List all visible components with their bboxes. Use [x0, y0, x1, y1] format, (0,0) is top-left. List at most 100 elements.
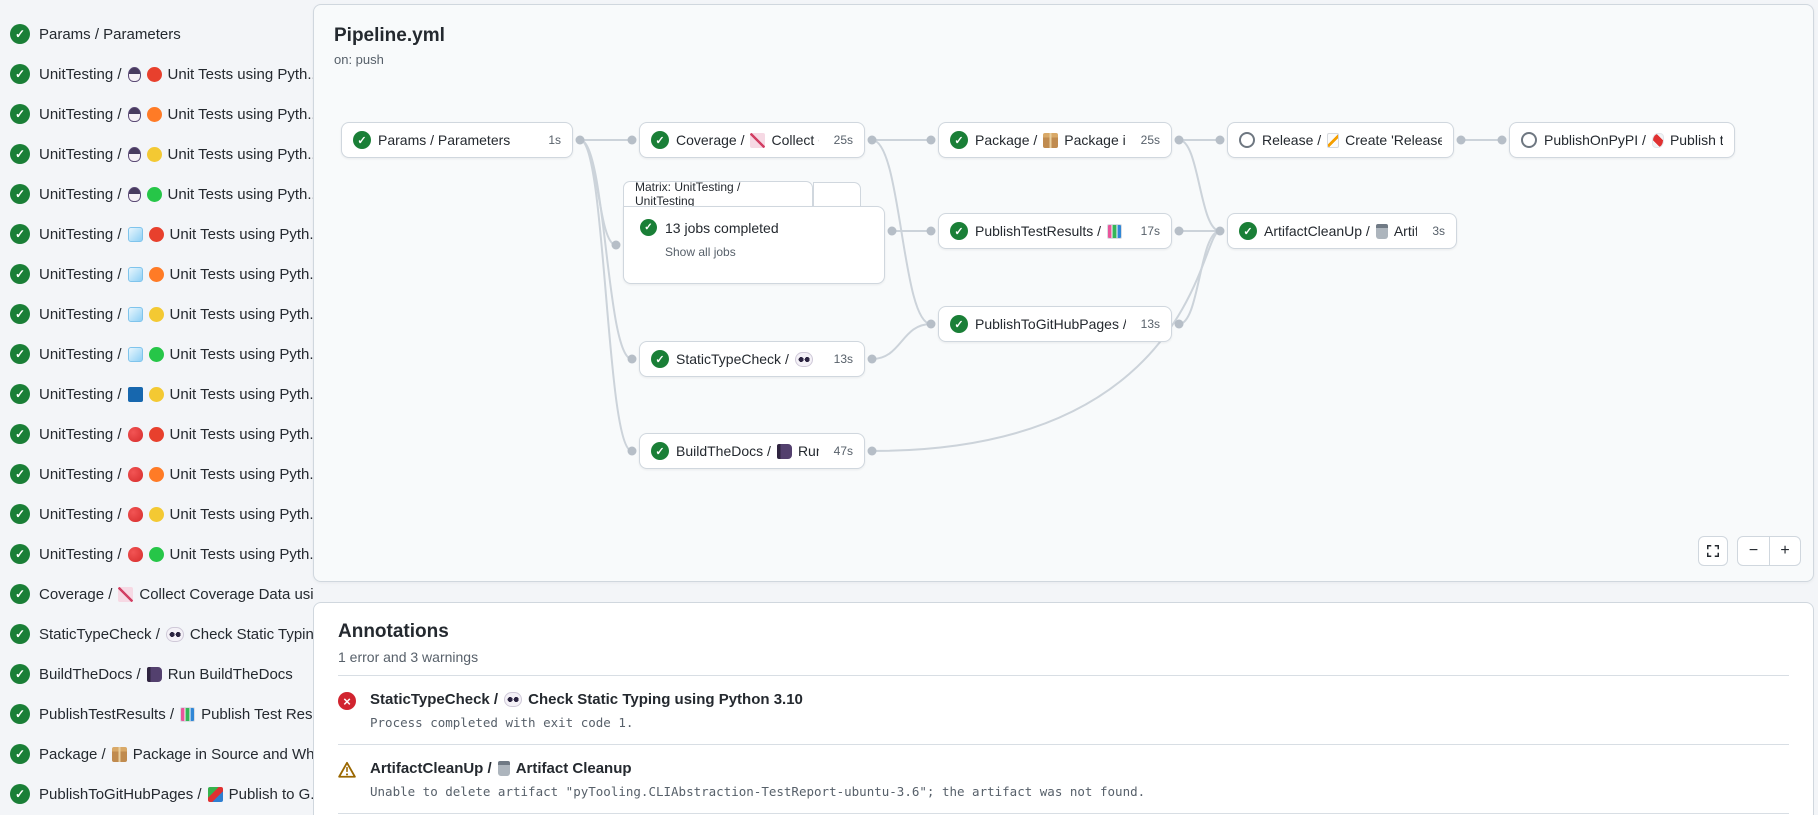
job-node-publishTestResults[interactable]: ✓PublishTestResults /Pu...17s — [938, 213, 1172, 249]
job-item-label: UnitTesting /Unit Tests using Pyth... — [39, 106, 313, 123]
annotations-header: Annotations 1 error and 3 warnings — [314, 603, 1813, 675]
label-text: UnitTesting / — [39, 266, 122, 283]
port-dot — [1175, 227, 1184, 236]
job-node-label: PublishToGitHubPages /... — [975, 316, 1126, 332]
label-text: UnitTesting / — [39, 506, 122, 523]
sidebar-job-item[interactable]: ✓Params / Parameters — [0, 14, 313, 54]
job-duration: 13s — [826, 352, 853, 366]
job-item-label: UnitTesting /Unit Tests using Pyth... — [39, 146, 313, 163]
sidebar-job-item[interactable]: ✓PublishToGitHubPages /Publish to G... — [0, 774, 313, 814]
job-node-label: PublishOnPyPI /Publish to ... — [1544, 132, 1723, 148]
sidebar-job-item[interactable]: ✓UnitTesting /Unit Tests using Pyth... — [0, 494, 313, 534]
py-yellow-icon — [147, 147, 162, 162]
sidebar-job-item[interactable]: ✓Package /Package in Source and Wh... — [0, 734, 313, 774]
sidebar-job-item[interactable]: ✓PublishTestResults /Publish Test Resu..… — [0, 694, 313, 734]
success-icon: ✓ — [10, 504, 30, 524]
sidebar-job-item[interactable]: ✓UnitTesting /Unit Tests using Pyth... — [0, 134, 313, 174]
job-item-label: PublishToGitHubPages /Publish to G... — [39, 786, 313, 803]
trash-icon — [1376, 224, 1388, 239]
matrix-stack-tab — [813, 182, 861, 206]
job-duration: 3s — [1424, 224, 1445, 238]
sidebar-job-item[interactable]: ✓BuildTheDocs /Run BuildTheDocs — [0, 654, 313, 694]
job-node-package[interactable]: ✓Package /Package in So...25s — [938, 122, 1172, 158]
success-icon: ✓ — [10, 344, 30, 364]
box-icon — [1043, 133, 1058, 148]
fullscreen-button[interactable] — [1698, 536, 1728, 566]
skipped-icon — [1521, 132, 1537, 148]
apple-icon — [128, 467, 143, 482]
port-dot — [868, 447, 877, 456]
show-all-jobs-link[interactable]: Show all jobs — [665, 245, 868, 259]
annotation-title: ArtifactCleanUp /Artifact Cleanup — [370, 760, 1145, 777]
label-text: PublishTestResults / — [975, 223, 1101, 239]
linux-icon — [128, 147, 141, 162]
matrix-summary-card[interactable]: ✓13 jobs completedShow all jobs — [623, 206, 885, 284]
sidebar-job-item[interactable]: ✓UnitTesting /Unit Tests using Pyth... — [0, 534, 313, 574]
success-icon: ✓ — [10, 384, 30, 404]
job-node-label: PublishTestResults /Pu... — [975, 223, 1126, 239]
label-text: Params / Parameters — [378, 132, 510, 148]
label-text: UnitTesting / — [39, 466, 122, 483]
success-icon: ✓ — [651, 131, 669, 149]
py-orange-icon — [147, 107, 162, 122]
label-text: Collect Cove... — [771, 132, 818, 148]
success-icon: ✓ — [1239, 222, 1257, 240]
job-node-staticTypeCheck[interactable]: ✓StaticTypeCheck /Chec...13s — [639, 341, 865, 377]
py-orange-icon — [149, 267, 164, 282]
py-green-icon — [147, 187, 162, 202]
success-icon: ✓ — [10, 624, 30, 644]
sidebar-job-item[interactable]: ✓UnitTesting /Unit Tests using Pyth... — [0, 454, 313, 494]
port-dot — [868, 355, 877, 364]
sidebar-job-item[interactable]: ✓StaticTypeCheck /Check Static Typing... — [0, 614, 313, 654]
label-text: Unit Tests using Pyth... — [168, 106, 313, 123]
job-node-publishOnPyPI[interactable]: PublishOnPyPI /Publish to ... — [1509, 122, 1735, 158]
linux-icon — [128, 67, 141, 82]
workflow-file-title: Pipeline.yml — [334, 25, 445, 47]
zoom-control-group: − + — [1737, 536, 1801, 566]
annotations-panel: Annotations 1 error and 3 warnings ×Stat… — [313, 602, 1814, 815]
zoom-out-button[interactable]: − — [1738, 537, 1769, 565]
sidebar-job-item[interactable]: ✓UnitTesting /Unit Tests using Pyth... — [0, 214, 313, 254]
port-dot — [927, 227, 936, 236]
job-node-buildTheDocs[interactable]: ✓BuildTheDocs /Run Buil...47s — [639, 433, 865, 469]
graph-canvas[interactable]: ✓Params / Parameters1s ✓Coverage /Collect… — [314, 5, 1813, 581]
sidebar-job-item[interactable]: ✓UnitTesting /Unit Tests using Pyth... — [0, 54, 313, 94]
py-red-icon — [147, 67, 162, 82]
label-text: Package / — [975, 132, 1037, 148]
label-text: Unit Tests using Pyth... — [170, 346, 313, 363]
zoom-in-button[interactable]: + — [1769, 537, 1800, 565]
success-icon: ✓ — [640, 219, 657, 236]
graph-controls: − + — [1698, 536, 1801, 566]
box-icon — [112, 747, 127, 762]
sidebar-job-item[interactable]: ✓UnitTesting /Unit Tests using Pyth... — [0, 374, 313, 414]
annotation-body: StaticTypeCheck /Check Static Typing usi… — [370, 691, 803, 730]
job-node-artifactCleanUp[interactable]: ✓ArtifactCleanUp /Artifac...3s — [1227, 213, 1457, 249]
warning-triangle-icon — [338, 761, 356, 779]
apple-icon — [128, 427, 143, 442]
sidebar-job-item[interactable]: ✓Coverage /Collect Coverage Data usi... — [0, 574, 313, 614]
job-node-release[interactable]: Release /Create 'Release P... — [1227, 122, 1454, 158]
job-node-params[interactable]: ✓Params / Parameters1s — [341, 122, 573, 158]
job-node-publishToGitHubPages[interactable]: ✓PublishToGitHubPages /...13s — [938, 306, 1172, 342]
sidebar-job-item[interactable]: ✓UnitTesting /Unit Tests using Pyth... — [0, 334, 313, 374]
job-node-coverage[interactable]: ✓Coverage /Collect Cove...25s — [639, 122, 865, 158]
label-text: Check Static Typing... — [190, 626, 313, 643]
job-item-label: Coverage /Collect Coverage Data usi... — [39, 586, 313, 603]
label-text: Publish Test Resu... — [201, 706, 313, 723]
sidebar-job-item[interactable]: ✓UnitTesting /Unit Tests using Pyth... — [0, 254, 313, 294]
label-text: Publish to G... — [229, 786, 313, 803]
sidebar-job-item[interactable]: ✓UnitTesting /Unit Tests using Pyth... — [0, 294, 313, 334]
label-text: Unit Tests using Pyth... — [170, 466, 313, 483]
success-icon: ✓ — [10, 24, 30, 44]
job-node-label: Release /Create 'Release P... — [1262, 132, 1442, 148]
label-text: PublishToGitHubPages / — [975, 316, 1126, 332]
success-icon: ✓ — [10, 544, 30, 564]
sidebar-job-item[interactable]: ✓UnitTesting /Unit Tests using Pyth... — [0, 94, 313, 134]
sidebar-job-item[interactable]: ✓UnitTesting /Unit Tests using Pyth... — [0, 414, 313, 454]
annotations-title: Annotations — [338, 621, 1789, 643]
label-text: UnitTesting / — [39, 186, 122, 203]
edge-staticTypeCheck-to-publishToGitHubPages — [872, 324, 931, 359]
sidebar-job-item[interactable]: ✓UnitTesting /Unit Tests using Pyth... — [0, 174, 313, 214]
label-text: Collect Coverage Data usi... — [139, 586, 313, 603]
annotation-message: Unable to delete artifact "pyTooling.CLI… — [370, 784, 1145, 799]
